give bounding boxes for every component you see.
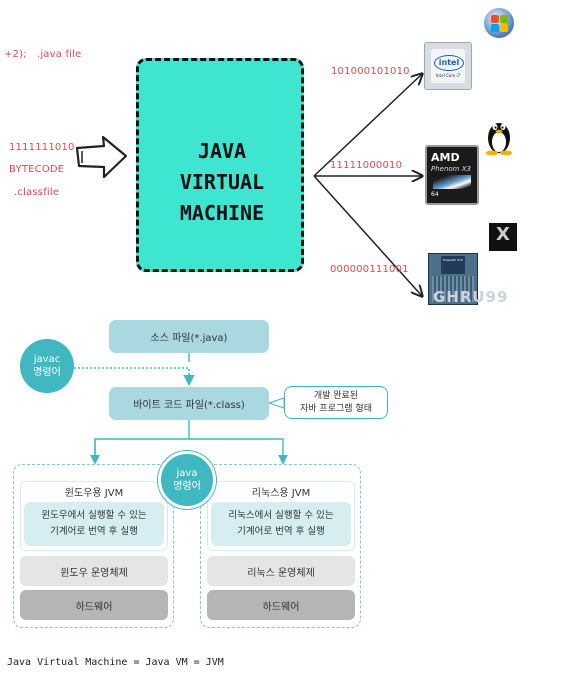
bytecode-bits: 1111111010: [9, 142, 75, 153]
windows-stack-group: [13, 464, 174, 628]
caption: Java Virtual Machine = Java VM = JVM: [7, 657, 224, 668]
jvm-box: [136, 58, 304, 272]
x11-logo-letter: X: [496, 224, 510, 245]
jvm-title: JAVA VIRTUAL MACHINE: [179, 139, 265, 225]
linux-stack-group: [200, 464, 361, 628]
watermark: GHRU99: [433, 288, 509, 306]
linux-os-box: 리눅스 운영체제: [207, 556, 355, 586]
output-bits-powerpc: 000000111001: [330, 264, 409, 275]
bytecode-file-box: 바이트 코드 파일(*.class): [109, 387, 269, 420]
java-command-badge: java 명령어: [158, 451, 216, 509]
output-arrows: [313, 60, 430, 305]
linux-jvm-desc: 리눅스에서 실행할 수 있는 기계어로 번역 후 실행: [211, 502, 351, 546]
intel-chip-caption: Intel Core i7: [435, 73, 461, 78]
windows-os-box: 윈도우 운영체제: [20, 556, 168, 586]
bytecode-callout: 개발 완료된 자바 프로그램 형태: [284, 386, 388, 419]
linux-jvm-title: 리눅스용 JVM: [251, 488, 311, 499]
output-bits-intel: 101000101010: [331, 66, 410, 77]
java-file-label: +2); .java file: [4, 49, 82, 60]
source-file-box: 소스 파일(*.java): [109, 320, 269, 353]
input-arrow-icon: [75, 135, 128, 179]
linux-tux-icon: [486, 123, 512, 156]
amd-model: Phenom X3: [431, 165, 471, 173]
powerpc-chip-text: PowerPC 970: [443, 258, 463, 262]
amd-cpu-icon: AMD Phenom X3 64: [425, 145, 479, 205]
x11-logo-icon: X: [489, 223, 517, 251]
linux-hardware-box: 하드웨어: [207, 590, 355, 620]
intel-logo-text: intel: [434, 55, 464, 71]
windows-hardware-box: 하드웨어: [20, 590, 168, 620]
javac-command-badge: javac 명령어: [20, 339, 74, 393]
output-bits-amd: 11111000010: [330, 160, 403, 171]
windows-jvm-title: 윈도우용 JVM: [64, 488, 124, 499]
amd-brand: AMD: [431, 151, 460, 164]
intel-cpu-icon: intel Intel Core i7: [424, 42, 472, 90]
bytecode-label: BYTECODE: [9, 164, 65, 175]
windows-logo-icon: [484, 8, 514, 38]
windows-jvm-desc: 윈도우에서 실행할 수 있는 기계어로 번역 후 실행: [24, 502, 164, 546]
powerpc-cpu-icon: PowerPC 970: [428, 253, 478, 305]
classfile-label: .classfile: [14, 187, 60, 198]
amd-bits: 64: [431, 191, 439, 198]
